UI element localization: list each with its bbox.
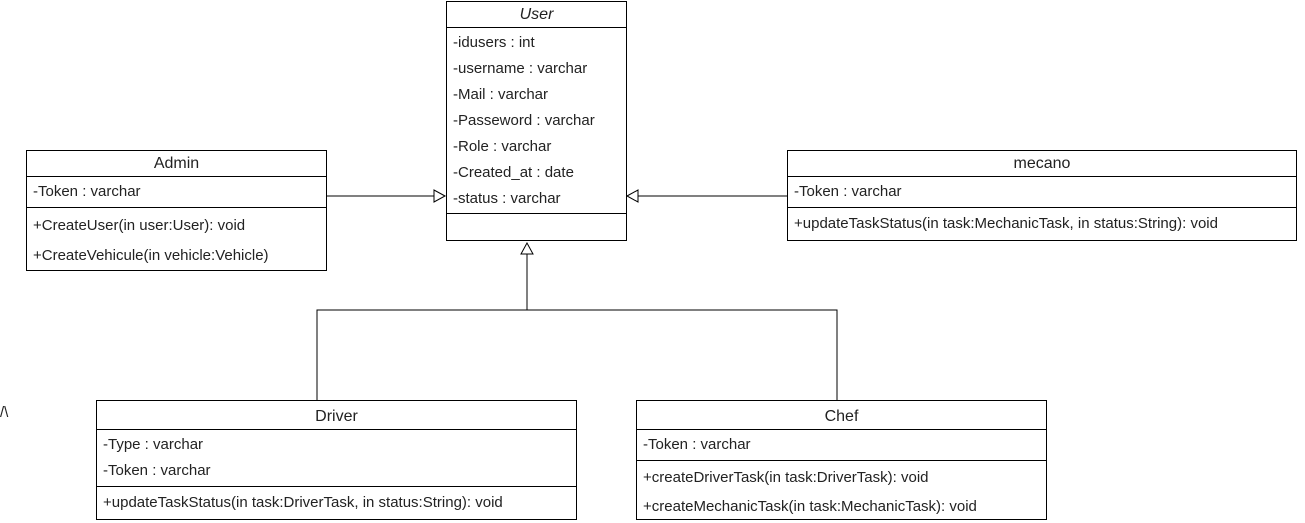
operation: +updateTaskStatus(in task:MechanicTask, … <box>794 215 1218 232</box>
driver-operations: +updateTaskStatus(in task:DriverTask, in… <box>97 487 576 518</box>
mecano-to-user-arrowhead <box>625 189 639 203</box>
driver-attributes: -Type : varchar -Token : varchar <box>97 430 576 487</box>
attribute: -Token : varchar <box>33 183 141 200</box>
operation: +CreateVehicule(in vehicle:Vehicle) <box>33 247 269 264</box>
driver-class[interactable]: Driver -Type : varchar -Token : varchar … <box>96 400 577 520</box>
attribute: -Token : varchar <box>794 183 902 200</box>
attribute: -username : varchar <box>453 60 588 77</box>
chef-operations: +createDriverTask(in task:DriverTask): v… <box>637 461 1046 523</box>
mecano-class-title: mecano <box>788 151 1296 177</box>
attribute: -Role : varchar <box>453 138 552 155</box>
driver-class-title: Driver <box>97 401 576 430</box>
operation: +createDriverTask(in task:DriverTask): v… <box>643 469 929 486</box>
mecano-class[interactable]: mecano -Token : varchar +updateTaskStatu… <box>787 150 1297 241</box>
user-attributes: -idusers : int -username : varchar -Mail… <box>447 28 626 214</box>
operation: +createMechanicTask(in task:MechanicTask… <box>643 498 977 515</box>
mecano-operations: +updateTaskStatus(in task:MechanicTask, … <box>788 208 1296 239</box>
sub-to-user-arrowhead <box>520 241 534 255</box>
stray-glyph: /\ <box>0 404 9 421</box>
operation: +updateTaskStatus(in task:DriverTask, in… <box>103 494 503 511</box>
attribute: -Created_at : date <box>453 164 574 181</box>
admin-to-user-arrowhead <box>433 189 447 203</box>
mecano-attributes: -Token : varchar <box>788 177 1296 208</box>
operation: +CreateUser(in user:User): void <box>33 217 246 234</box>
attribute: -Token : varchar <box>643 436 751 453</box>
attribute: -idusers : int <box>453 34 535 51</box>
admin-class[interactable]: Admin -Token : varchar +CreateUser(in us… <box>26 150 327 271</box>
chef-class[interactable]: Chef -Token : varchar +createDriverTask(… <box>636 400 1047 520</box>
admin-attributes: -Token : varchar <box>27 177 326 208</box>
attribute: -Type : varchar <box>103 436 204 453</box>
admin-class-title: Admin <box>27 151 326 177</box>
chef-to-user-line <box>527 309 838 400</box>
chef-attributes: -Token : varchar <box>637 430 1046 461</box>
driver-to-user-line <box>316 254 528 400</box>
chef-class-title: Chef <box>637 401 1046 430</box>
admin-operations: +CreateUser(in user:User): void +CreateV… <box>27 208 326 273</box>
user-operations <box>447 214 626 218</box>
attribute: -Mail : varchar <box>453 86 549 103</box>
attribute: -Passeword : varchar <box>453 112 595 129</box>
attribute: -Token : varchar <box>103 462 211 479</box>
user-class[interactable]: User -idusers : int -username : varchar … <box>446 1 627 241</box>
attribute: -status : varchar <box>453 190 561 207</box>
user-class-title: User <box>447 2 626 28</box>
